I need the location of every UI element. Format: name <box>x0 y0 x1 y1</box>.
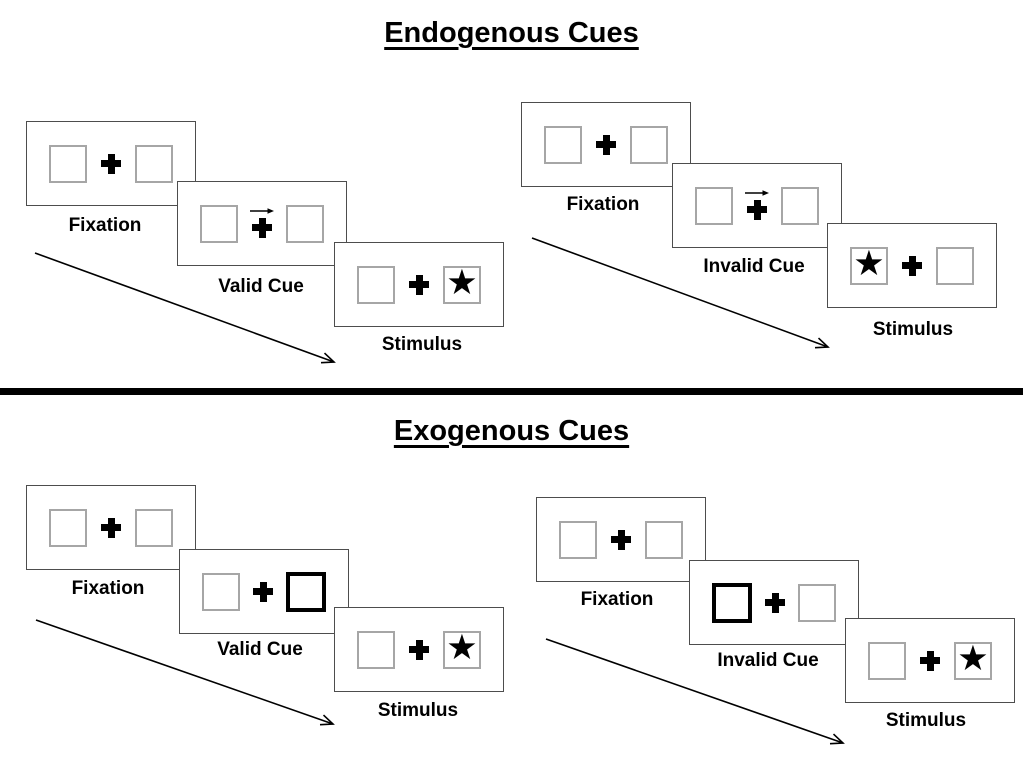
timeline-arrow <box>531 237 830 349</box>
left-box <box>49 508 87 547</box>
timeline-arrow <box>545 638 845 745</box>
left-box <box>868 641 906 680</box>
right-box <box>936 246 974 285</box>
fixation-panel <box>26 121 196 206</box>
panel-label: Stimulus <box>377 700 459 721</box>
star-icon: ★ <box>853 244 885 284</box>
panel-label: Fixation <box>71 578 145 599</box>
right-box <box>781 186 819 225</box>
left-box <box>544 125 582 164</box>
star-icon: ★ <box>446 628 478 668</box>
fixation-panel <box>26 485 196 570</box>
fixation-cross-icon <box>409 639 429 660</box>
cue-center <box>745 188 769 220</box>
right-box <box>630 125 668 164</box>
cue-highlight-box <box>286 571 326 612</box>
fixation-cross-icon <box>252 217 272 238</box>
cue-panel <box>689 560 859 645</box>
fixation-cross-icon <box>920 650 940 671</box>
fixation-cross-icon <box>253 581 273 602</box>
right-box <box>135 508 173 547</box>
cue-arrow-icon <box>745 189 769 196</box>
fixation-cross-icon <box>409 274 429 295</box>
exogenous-title-text: Exogenous Cues <box>393 415 630 447</box>
fixation-cross-icon <box>747 199 767 220</box>
panel-label: Invalid Cue <box>703 256 805 277</box>
star-icon: ★ <box>446 263 478 303</box>
panel-label: Valid Cue <box>218 276 304 297</box>
left-box <box>357 265 395 304</box>
cue-panel <box>672 163 842 248</box>
panel-label: Stimulus <box>381 334 463 355</box>
panel-label: Invalid Cue <box>717 650 819 671</box>
fixation-cross-icon <box>611 529 631 550</box>
panel-label: Fixation <box>580 589 654 610</box>
fixation-cross-icon <box>596 134 616 155</box>
left-box <box>357 630 395 669</box>
stimulus-panel: ★ <box>334 242 504 327</box>
right-box: ★ <box>443 263 481 304</box>
left-box <box>695 186 733 225</box>
stimulus-panel: ★ <box>334 607 504 692</box>
cue-center <box>250 206 274 238</box>
right-box <box>135 144 173 183</box>
endogenous-section-title: Endogenous Cues <box>0 17 1023 50</box>
right-box <box>286 204 324 243</box>
left-box <box>49 144 87 183</box>
star-icon: ★ <box>957 639 989 679</box>
cue-arrow-icon <box>250 207 274 214</box>
right-box: ★ <box>954 639 992 680</box>
fixation-panel <box>521 102 691 187</box>
cue-panel <box>179 549 349 634</box>
left-box <box>202 572 240 611</box>
fixation-cross-icon <box>101 517 121 538</box>
fixation-cross-icon <box>902 255 922 276</box>
left-box <box>559 520 597 559</box>
panel-label: Fixation <box>68 215 142 236</box>
fixation-cross-icon <box>101 153 121 174</box>
timeline-arrow <box>35 619 335 726</box>
stimulus-panel: ★ <box>845 618 1015 703</box>
left-box: ★ <box>850 244 888 285</box>
panel-label: Stimulus <box>872 319 954 340</box>
section-divider <box>0 388 1023 395</box>
left-box <box>200 204 238 243</box>
fixation-panel <box>536 497 706 582</box>
cue-panel <box>177 181 347 266</box>
timeline-arrow <box>34 252 336 364</box>
right-box <box>798 583 836 622</box>
cue-highlight-box <box>712 582 752 623</box>
stimulus-panel: ★ <box>827 223 997 308</box>
right-box <box>645 520 683 559</box>
right-box: ★ <box>443 628 481 669</box>
panel-label: Valid Cue <box>217 639 303 660</box>
fixation-cross-icon <box>765 592 785 613</box>
panel-label: Fixation <box>566 194 640 215</box>
exogenous-section-title: Exogenous Cues <box>0 415 1023 448</box>
panel-label: Stimulus <box>885 710 967 731</box>
endogenous-title-text: Endogenous Cues <box>384 17 639 49</box>
